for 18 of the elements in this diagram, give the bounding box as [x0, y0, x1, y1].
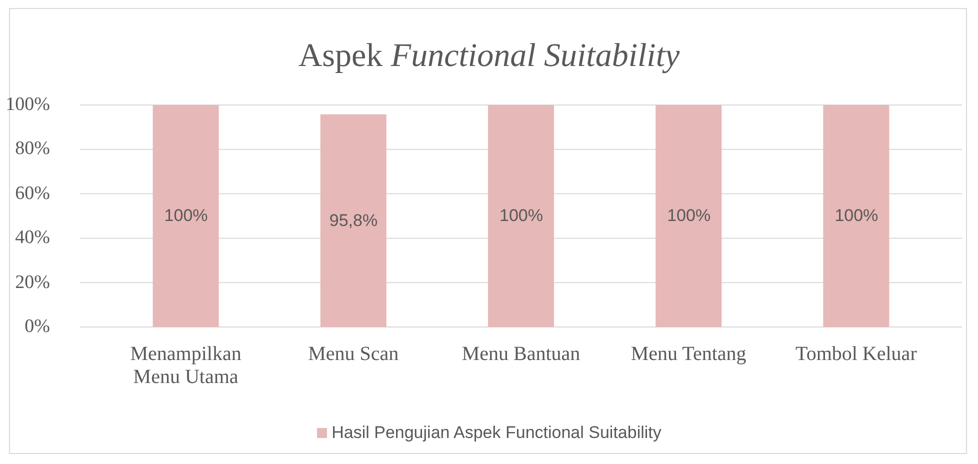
- axis-tick-label: 60%: [14, 184, 50, 204]
- data-label: 100%: [834, 206, 878, 226]
- legend-label: Hasil Pengujian Aspek Functional Suitability: [332, 423, 662, 443]
- axis-tick-label: 100%: [4, 95, 50, 115]
- category-label: Menampilkan Menu Utama: [129, 343, 242, 389]
- category-label: Menu Scan: [307, 343, 400, 366]
- axis-tick-label: 40%: [14, 228, 50, 248]
- axis-tick-label: 20%: [14, 272, 50, 293]
- data-label: 95,8%: [329, 210, 378, 231]
- axis-tick-label: 0%: [24, 317, 50, 337]
- data-label: 100%: [164, 206, 208, 226]
- category-label: Menu Bantuan: [460, 343, 582, 366]
- data-label: 100%: [667, 206, 711, 226]
- axis-tick-label: 80%: [14, 139, 50, 160]
- category-label: Menu Tentang: [630, 343, 748, 366]
- category-label: Tombol Keluar: [794, 343, 918, 366]
- data-label: 100%: [500, 206, 543, 226]
- chart-title: Aspek Functional Suitability: [297, 37, 681, 76]
